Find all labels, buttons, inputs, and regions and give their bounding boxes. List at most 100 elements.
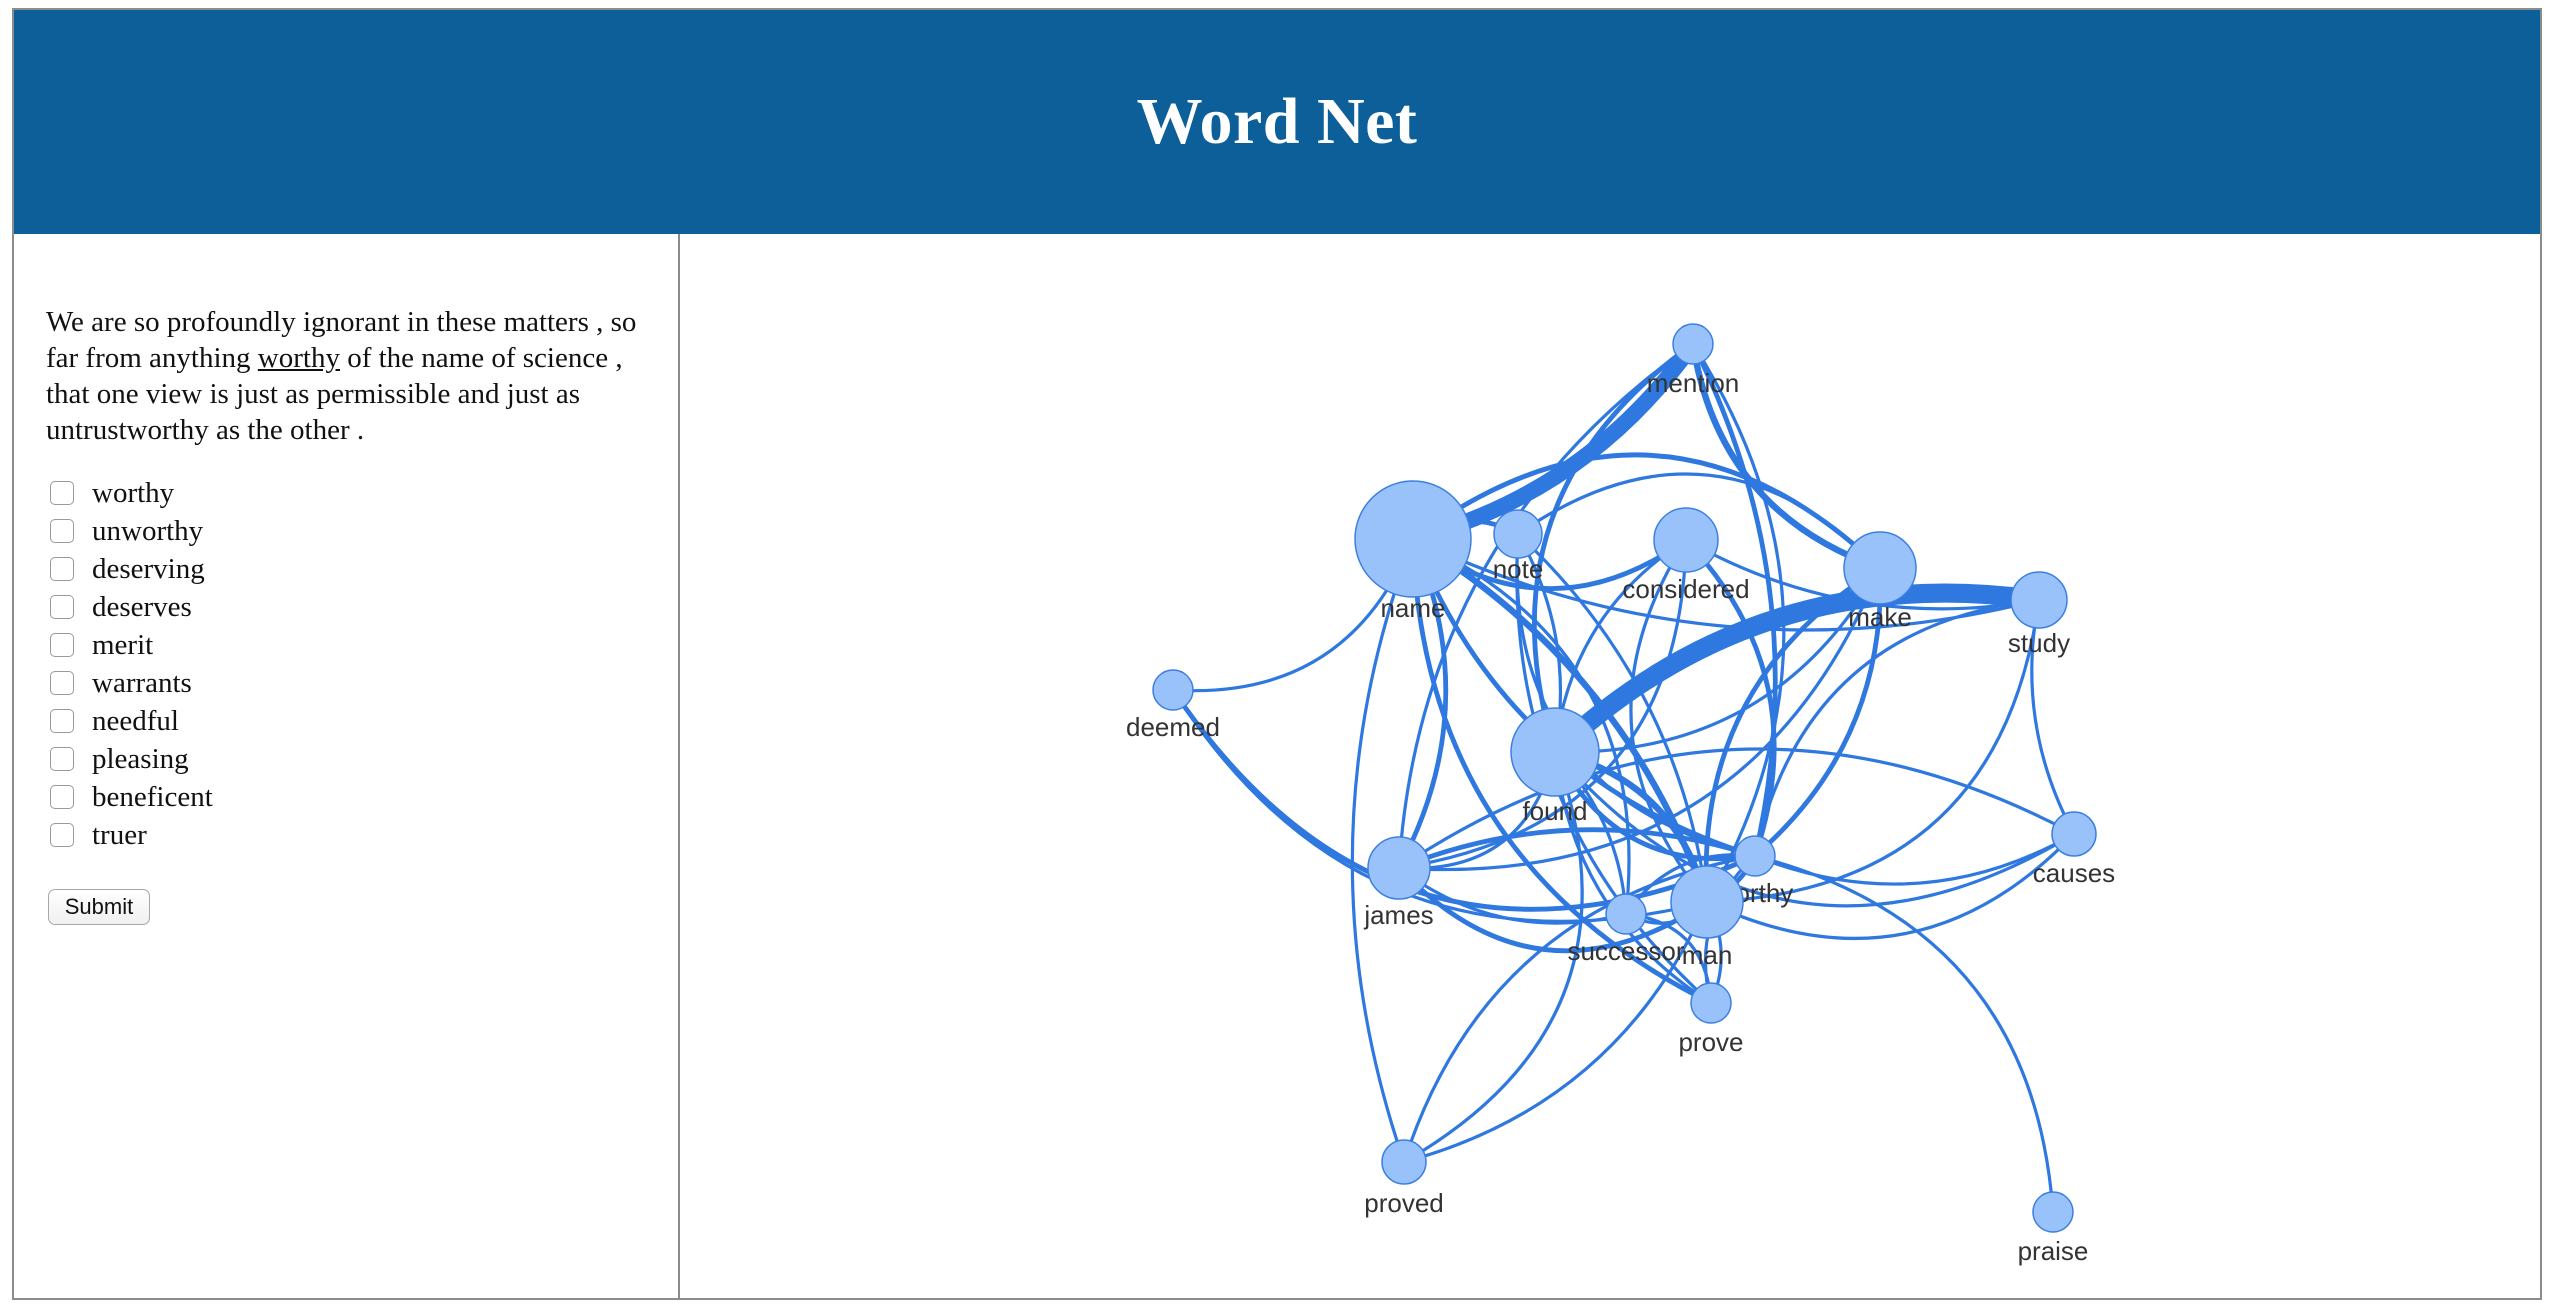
edge-james-man: [1396, 865, 1710, 954]
node-circle-successor[interactable]: [1605, 893, 1647, 935]
node-circle-causes[interactable]: [2051, 811, 2097, 857]
edge-causes-james: [1397, 747, 2076, 870]
header-bar: Word Net: [14, 10, 2540, 234]
node-label-man: man: [1682, 940, 1733, 970]
target-word: worthy: [257, 342, 340, 374]
synonym-options: worthy unworthy deserving deserves merit…: [50, 474, 213, 854]
node-note[interactable]: note: [1493, 509, 1544, 584]
submit-button[interactable]: Submit: [48, 889, 150, 925]
option-needful[interactable]: needful: [50, 702, 213, 740]
checkbox[interactable]: [50, 823, 74, 847]
node-praise[interactable]: praise: [2018, 1191, 2089, 1266]
node-circle-name[interactable]: [1354, 480, 1472, 598]
node-label-deemed: deemed: [1126, 712, 1220, 742]
node-mention[interactable]: mention: [1647, 323, 1740, 398]
edge-found-causes: [1553, 750, 2076, 908]
node-label-causes: causes: [2033, 858, 2115, 888]
option-label: deserving: [92, 552, 205, 585]
edge-mention-james: [1397, 342, 1695, 870]
edge-mention-worthy: [1690, 341, 1778, 859]
edge-note-man: [1516, 532, 1709, 904]
option-unworthy[interactable]: unworthy: [50, 512, 213, 550]
option-deserves[interactable]: deserves: [50, 588, 213, 626]
edge-considered-james: [1397, 538, 1688, 870]
checkbox[interactable]: [50, 519, 74, 543]
node-layer: mention name note considered make study deemed…: [1126, 323, 2115, 1266]
node-study[interactable]: study: [2008, 571, 2070, 658]
edge-found-study: [1545, 583, 2049, 762]
node-found[interactable]: found: [1510, 707, 1600, 826]
node-label-considered: considered: [1622, 574, 1749, 604]
word-network-graph[interactable]: mention name note considered make study deemed…: [682, 234, 2542, 1300]
edge-layer: [1170, 336, 2076, 1214]
node-label-found: found: [1522, 796, 1587, 826]
checkbox[interactable]: [50, 709, 74, 733]
checkbox[interactable]: [50, 557, 74, 581]
node-label-praise: praise: [2018, 1236, 2089, 1266]
node-deemed[interactable]: deemed: [1126, 669, 1220, 742]
edge-make-james: [1397, 566, 1882, 872]
node-label-note: note: [1493, 554, 1544, 584]
node-circle-make[interactable]: [1843, 531, 1917, 605]
edge-study-man: [1705, 598, 2041, 904]
node-james[interactable]: james: [1363, 836, 1434, 930]
node-circle-study[interactable]: [2010, 571, 2068, 629]
sentence-before: We are so profoundly ignorant in these m…: [46, 306, 637, 374]
checkbox[interactable]: [50, 633, 74, 657]
option-merit[interactable]: merit: [50, 626, 213, 664]
checkbox[interactable]: [50, 481, 74, 505]
checkbox[interactable]: [50, 671, 74, 695]
node-circle-man[interactable]: [1670, 865, 1744, 939]
edge-found-mention: [1531, 341, 1696, 755]
node-circle-prove[interactable]: [1690, 982, 1732, 1024]
app-frame: Word Net We are so profoundly ignorant i…: [12, 8, 2542, 1300]
edge-considered-man: [1629, 538, 1709, 904]
edge-worthy-praise: [1753, 854, 2055, 1214]
node-label-james: james: [1363, 900, 1433, 930]
node-circle-found[interactable]: [1510, 707, 1600, 797]
option-label: beneficent: [92, 780, 213, 813]
sentence-after: of the name of science , that one view i…: [46, 342, 623, 446]
node-man[interactable]: man: [1670, 865, 1744, 970]
node-circle-james[interactable]: [1367, 836, 1431, 900]
checkbox[interactable]: [50, 595, 74, 619]
option-worthy[interactable]: worthy: [50, 474, 213, 512]
node-make[interactable]: make: [1843, 531, 1917, 632]
option-label: merit: [92, 628, 154, 661]
option-deserving[interactable]: deserving: [50, 550, 213, 588]
node-circle-considered[interactable]: [1653, 507, 1719, 573]
node-circle-proved[interactable]: [1381, 1139, 1427, 1185]
edge-proved-man: [1402, 900, 1709, 1164]
node-label-name: name: [1380, 593, 1445, 623]
option-label: needful: [92, 704, 179, 737]
page-title: Word Net: [1136, 85, 1418, 158]
checkbox[interactable]: [50, 747, 74, 771]
edge-study-causes: [2030, 598, 2076, 836]
node-label-mention: mention: [1647, 368, 1740, 398]
node-name[interactable]: name: [1354, 480, 1472, 623]
edge-causes-man: [1705, 832, 2076, 941]
option-truer[interactable]: truer: [50, 816, 213, 854]
edge-make-note: [1516, 472, 1882, 570]
node-circle-mention[interactable]: [1672, 323, 1714, 365]
node-considered[interactable]: considered: [1622, 507, 1750, 604]
node-circle-deemed[interactable]: [1152, 669, 1194, 711]
node-circle-praise[interactable]: [2032, 1191, 2074, 1233]
option-pleasing[interactable]: pleasing: [50, 740, 213, 778]
edge-proved-found: [1402, 750, 1584, 1164]
word-graph-panel: mention name note considered make study deemed…: [682, 234, 2542, 1300]
node-proved[interactable]: proved: [1364, 1139, 1444, 1218]
edge-name-prove: [1410, 536, 1714, 1006]
option-label: worthy: [92, 476, 175, 509]
node-prove[interactable]: prove: [1678, 982, 1744, 1057]
node-label-study: study: [2008, 628, 2070, 658]
node-circle-note[interactable]: [1493, 509, 1543, 559]
left-panel: We are so profoundly ignorant in these m…: [14, 234, 680, 1300]
option-beneficent[interactable]: beneficent: [50, 778, 213, 816]
checkbox[interactable]: [50, 785, 74, 809]
node-successor[interactable]: successor: [1567, 893, 1685, 966]
option-label: pleasing: [92, 742, 189, 775]
node-circle-worthy[interactable]: [1734, 835, 1776, 877]
node-causes[interactable]: causes: [2033, 811, 2115, 888]
option-warrants[interactable]: warrants: [50, 664, 213, 702]
